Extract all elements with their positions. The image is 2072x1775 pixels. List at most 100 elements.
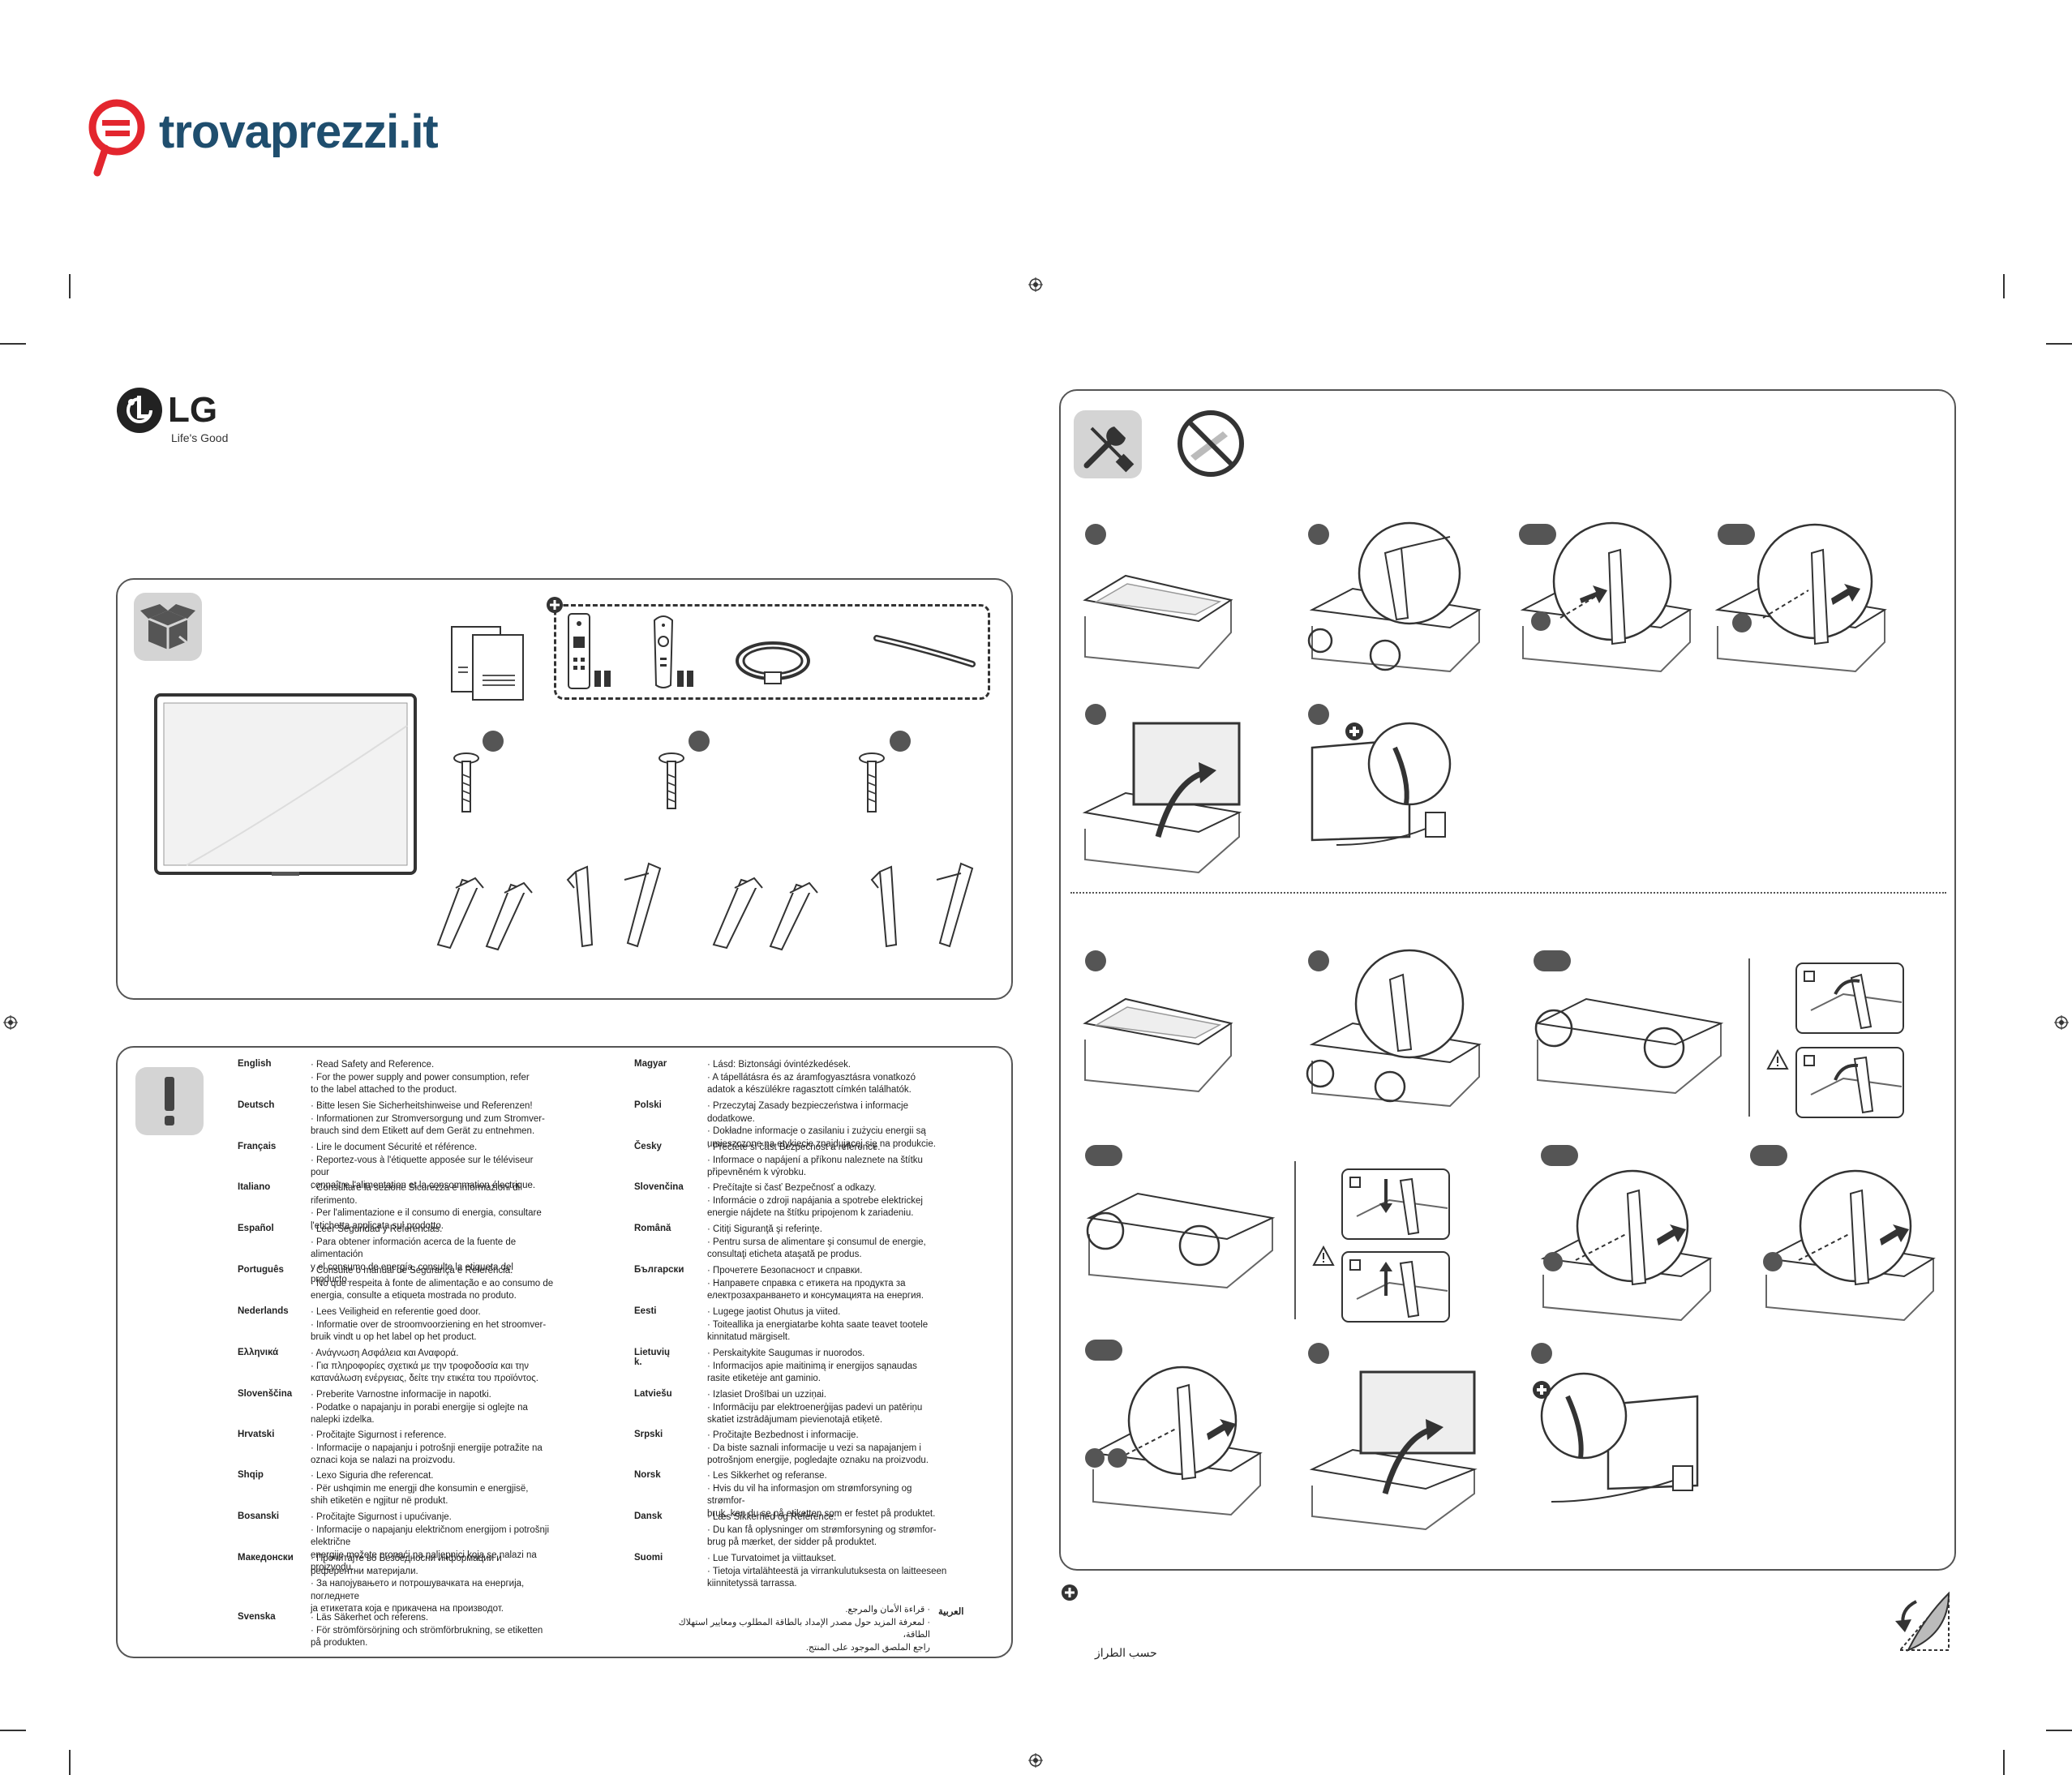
language-name: Bosanski — [238, 1511, 280, 1521]
registration-mark-icon — [1028, 277, 1043, 292]
lift-tv-illustration — [1082, 722, 1242, 874]
language-name: Suomi — [634, 1553, 663, 1563]
language-text: · Läs Säkerhet och referens. · För ström… — [311, 1613, 543, 1648]
stand-position-illustration — [1534, 997, 1724, 1095]
language-text: · Izlasiet Drošībai un uzziņai. · Inform… — [707, 1390, 923, 1425]
screw-icon — [859, 752, 885, 812]
screw-label-badge — [689, 731, 710, 752]
language-name: Français — [238, 1142, 277, 1151]
step-badge — [1541, 1145, 1578, 1166]
assembly-steps-panel — [1059, 389, 1956, 1571]
language-name: Polski — [634, 1100, 662, 1110]
screw-stand-detail — [1763, 1169, 1936, 1322]
stand-legs-icon — [870, 862, 974, 948]
language-text: · Прочетете Безопасност и справки. · Нап… — [707, 1266, 924, 1301]
language-name: Česky — [634, 1142, 662, 1151]
step-badge — [1750, 1145, 1787, 1166]
attach-stand-detail — [1307, 521, 1482, 673]
stand-unlock-detail — [1341, 1251, 1450, 1323]
language-name: Македонски — [238, 1553, 294, 1563]
magic-remote-icon — [653, 615, 693, 688]
stand-lock-detail — [1795, 1047, 1904, 1118]
cable-connect-illustration — [1533, 1372, 1699, 1503]
step-badge — [1718, 524, 1755, 545]
language-text: · Prečítajte si časť Bezpečnosť a odkazy… — [707, 1183, 923, 1218]
language-name: Português — [238, 1265, 284, 1275]
remote-control-icon — [568, 613, 611, 689]
trovaprezzi-logo[interactable]: trovaprezzi.it — [88, 93, 477, 182]
screw-icon — [453, 752, 479, 812]
screw-icon — [658, 752, 684, 809]
turn-page-icon — [1895, 1591, 1950, 1652]
language-text: · Lees Veiligheid en referentie goed doo… — [311, 1307, 547, 1342]
language-name: Eesti — [634, 1306, 657, 1316]
language-text-arabic: · قراءة الأمان والمرجع. · لمعرفة المزيد … — [678, 1605, 930, 1653]
language-name: Slovenščina — [238, 1389, 293, 1399]
screw-label-badge — [890, 731, 911, 752]
language-text: · Leer Seguridad y Referencias. · Para o… — [311, 1224, 517, 1284]
model-dependent-note: حسب الطراز — [1095, 1646, 1157, 1659]
lg-face-icon — [117, 388, 162, 433]
language-name: Deutsch — [238, 1100, 275, 1110]
registration-mark-icon — [2054, 1015, 2069, 1030]
language-text: · Lire le document Sécurité et référence… — [311, 1143, 536, 1190]
language-text: · Přečtěte si část Bezpečnost a referenc… — [707, 1143, 923, 1177]
power-cord-icon — [736, 641, 810, 684]
registration-mark-icon — [1028, 1753, 1043, 1768]
step-badge — [1531, 1343, 1552, 1364]
language-text: · Les Sikkerhet og referanse. · Hvis du … — [707, 1471, 936, 1519]
screw-stand-detail — [1540, 1169, 1713, 1322]
screw-stand-detail — [1085, 1366, 1263, 1516]
stand-legs-icon — [566, 862, 662, 948]
step-badge — [1085, 524, 1106, 545]
open-box-icon — [140, 604, 195, 650]
language-text: · Læs Sikkerhed og Reference. · Du kan f… — [707, 1512, 937, 1547]
language-name: Shqip — [238, 1470, 264, 1480]
box-contents-panel — [116, 578, 1013, 1000]
vertical-divider — [1748, 958, 1750, 1117]
language-name: Български — [634, 1265, 684, 1275]
tv-illustration — [154, 693, 417, 876]
language-name: Ελληνικά — [238, 1348, 279, 1357]
language-text: · Perskaitykite Saugumas ir nuorodos. · … — [707, 1348, 917, 1383]
step-badge — [1085, 1145, 1122, 1166]
box-icon-tile — [134, 593, 202, 661]
language-text: · Read Safety and Reference. · For the p… — [311, 1060, 530, 1095]
tv-face-down-on-box — [1083, 574, 1233, 670]
language-text: · Ανάγνωση Ασφάλεια και Αναφορά. · Για π… — [311, 1348, 538, 1383]
warning-icon-tile — [135, 1067, 204, 1135]
language-name: Norsk — [634, 1470, 661, 1480]
optional-accessories-box — [554, 604, 990, 700]
step-badge — [1308, 950, 1329, 971]
lift-tv-illustration — [1309, 1370, 1478, 1531]
language-text: · Lásd: Biztonsági óvintézkedések. · A t… — [707, 1060, 916, 1095]
language-name: Latviešu — [634, 1389, 672, 1399]
language-text: · Lexo Siguria dhe referencat. · Për ush… — [311, 1471, 529, 1506]
caution-icon — [1766, 1048, 1789, 1070]
language-text: · Consultare la sezione Sicurezza e info… — [311, 1183, 542, 1231]
crop-mark — [2003, 1750, 2005, 1775]
tools-icon-tile — [1074, 410, 1142, 478]
language-name-arabic: العربية — [938, 1607, 964, 1617]
tv-face-down-on-box — [1083, 997, 1233, 1093]
language-text: · Pročitajte Bezbednost i informacije. ·… — [707, 1430, 929, 1465]
stand-lock-detail — [1341, 1168, 1450, 1240]
language-text: · Pročitajte Sigurnost i upućivanje. · I… — [311, 1512, 550, 1572]
language-text: · Citiţi Siguranţă şi referinţe. · Pentr… — [707, 1224, 926, 1259]
step-badge — [1085, 704, 1106, 725]
screwdriver-wrench-icon — [1083, 427, 1135, 473]
crop-mark — [2046, 343, 2072, 345]
no-sharp-object-icon — [1178, 410, 1244, 477]
crop-mark — [69, 1750, 71, 1775]
trovaprezzi-wordmark: trovaprezzi.it — [159, 105, 439, 158]
stand-legs-icon — [712, 877, 818, 951]
language-text: · Pročitajte Sigurnost i reference. · In… — [311, 1430, 543, 1465]
language-name: Magyar — [634, 1059, 667, 1069]
language-text: · Consulte o manual de Segurança e Refer… — [311, 1266, 554, 1301]
lg-logo: LG Life's Good — [116, 387, 246, 445]
cable-holder-icon — [873, 635, 976, 667]
plus-icon — [547, 597, 563, 613]
screw-stand-detail — [1714, 523, 1887, 673]
step-badge — [1308, 704, 1329, 725]
vertical-divider — [1294, 1161, 1296, 1319]
